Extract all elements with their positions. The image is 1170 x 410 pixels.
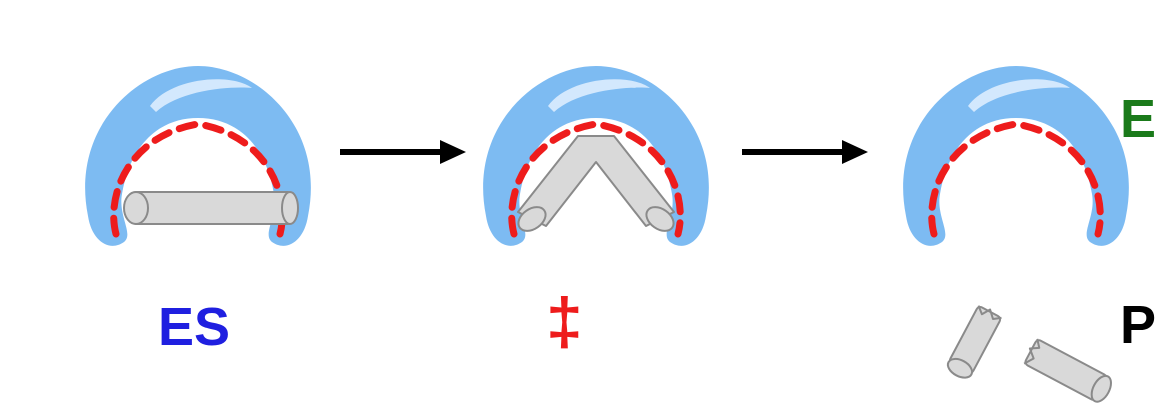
label-enzyme: E <box>1120 89 1157 149</box>
label-products: P <box>1120 295 1157 355</box>
bent-substrate <box>517 135 675 232</box>
label-transition-state: ‡ <box>546 284 583 358</box>
product-fragment-2 <box>1023 338 1112 403</box>
transition-state-complex <box>483 66 709 246</box>
reaction-arrow-1 <box>340 140 466 164</box>
enzyme-shape <box>903 66 1129 246</box>
enzyme-substrate-complex <box>85 66 311 246</box>
label-enzyme-substrate: ES <box>158 297 231 357</box>
product-fragment-1 <box>946 305 1002 379</box>
free-enzyme <box>903 66 1129 246</box>
reaction-arrow-2 <box>742 140 868 164</box>
substrate-cylinder <box>123 191 299 225</box>
